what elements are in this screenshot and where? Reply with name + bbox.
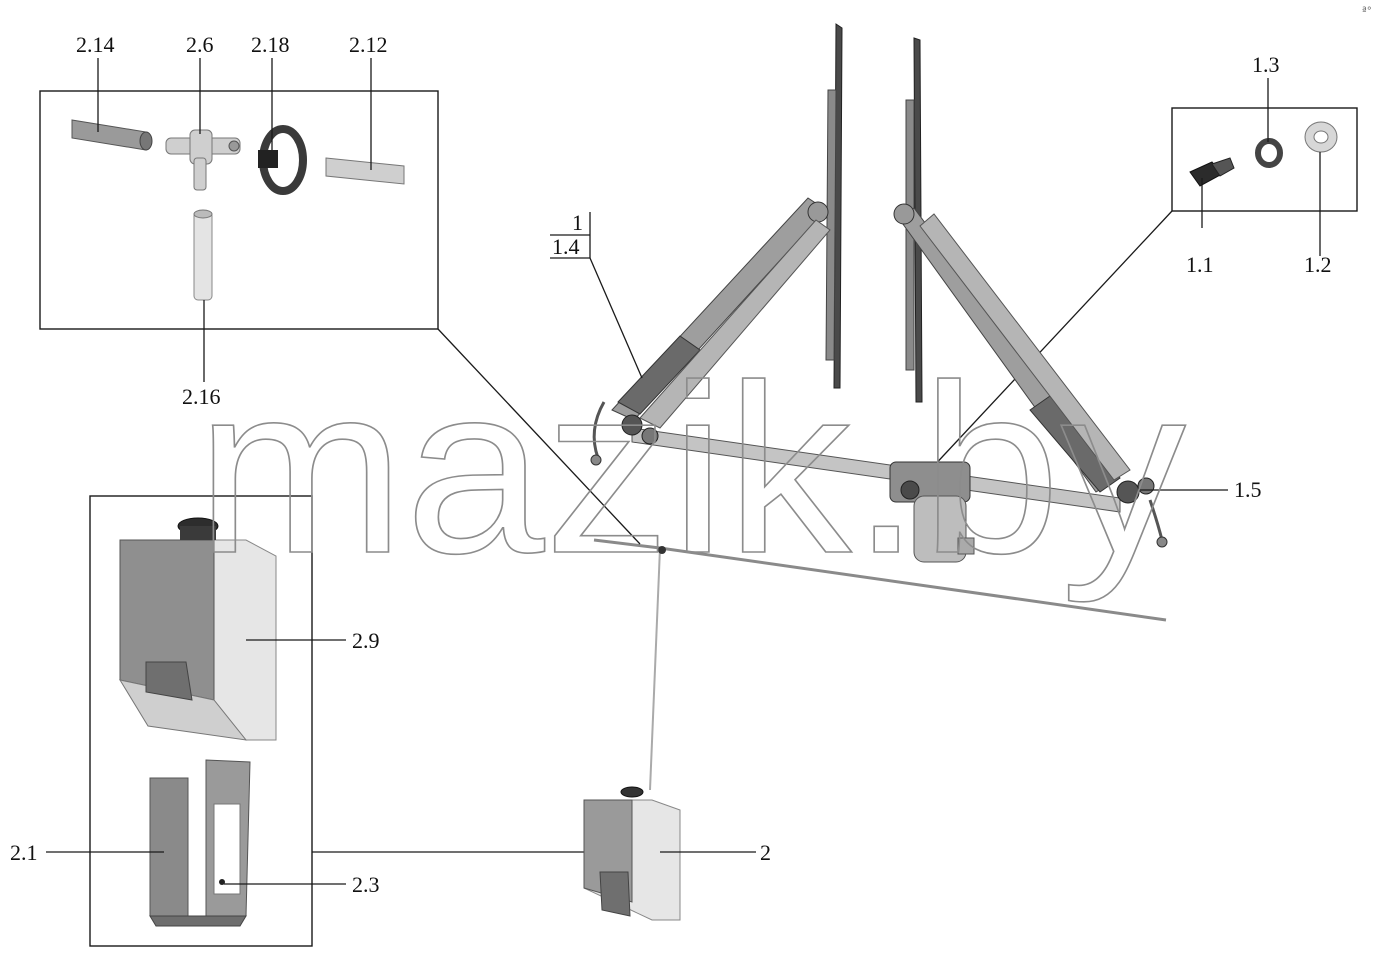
wiper-assembly-icon: 1 1.4 1.5 (550, 23, 1262, 791)
callout-1-1: 1.1 (1186, 252, 1214, 277)
washer-tank-frame (89, 495, 313, 947)
wiper-motor-icon (889, 461, 975, 563)
callout-2-1: 2.1 (10, 840, 38, 865)
hose-fittings-frame (39, 90, 439, 330)
callout-1-5: 1.5 (1234, 477, 1262, 502)
tank-bracket-icon (149, 759, 251, 927)
fasteners-frame (1171, 107, 1358, 212)
callout-2-3: 2.3 (352, 872, 380, 897)
washer-tank-inset: 2.9 2.1 2.3 (10, 495, 608, 947)
callout-1-2: 1.2 (1304, 252, 1332, 277)
fasteners-inset: 1.3 1.1 1.2 (929, 52, 1358, 471)
callout-2-16: 2.16 (182, 384, 221, 409)
callout-2-14: 2.14 (76, 32, 115, 57)
corner-mark: ª° (1362, 6, 1372, 17)
callout-1-4: 1.4 (552, 234, 580, 259)
hose-fittings-inset: 2.14 2.6 2.18 2.12 2.16 (39, 32, 439, 409)
hose-segment-2-12-icon (325, 157, 405, 185)
tee-connector-icon (165, 129, 241, 191)
watermark: mazik.by (196, 335, 1186, 603)
screw-icon (219, 879, 225, 885)
hose-segment-2-16-icon (193, 209, 213, 301)
hose-clamp-icon (258, 125, 307, 195)
bolt-icon (1189, 157, 1235, 187)
callout-1: 1 (572, 210, 583, 235)
washer-tank-icon (118, 517, 277, 741)
washer-reservoir-icon: 2 (583, 786, 771, 921)
callout-2-12: 2.12 (349, 32, 388, 57)
callout-2-9: 2.9 (352, 628, 380, 653)
callout-2: 2 (760, 840, 771, 865)
hose-segment-2-14-icon (71, 119, 153, 151)
flat-washer-icon (1304, 121, 1338, 153)
callout-2-18: 2.18 (251, 32, 290, 57)
callout-1-3: 1.3 (1252, 52, 1280, 77)
spring-washer-icon (1255, 138, 1283, 168)
callout-2-6: 2.6 (186, 32, 214, 57)
left-wiper-pivot-icon (590, 401, 659, 466)
